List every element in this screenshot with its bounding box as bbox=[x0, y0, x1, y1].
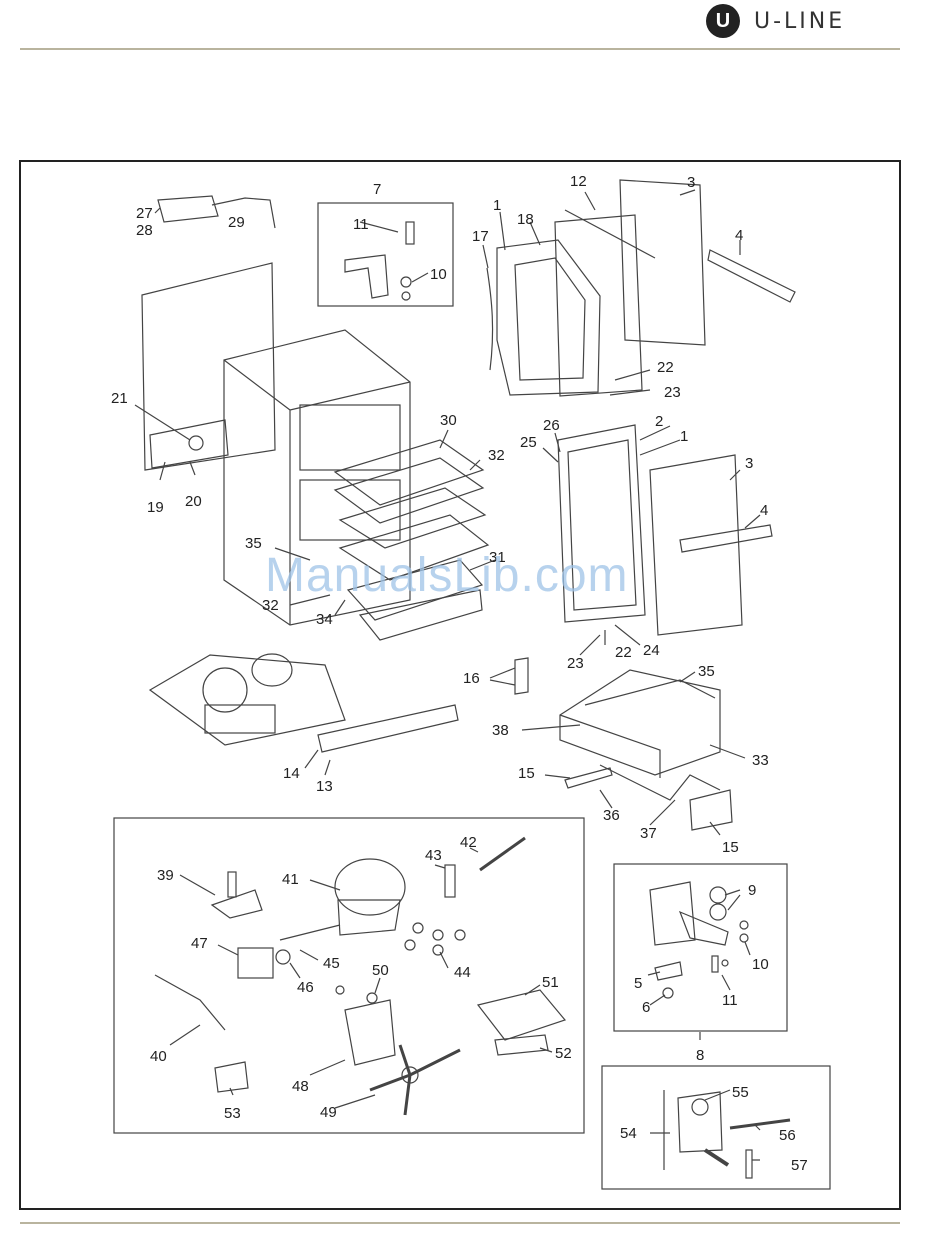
callout-11: 11 bbox=[353, 216, 369, 233]
callout-3: 3 bbox=[687, 174, 695, 191]
drain-pan-51 bbox=[478, 990, 565, 1040]
callout-20: 20 bbox=[185, 493, 202, 510]
base-unit bbox=[150, 655, 345, 745]
callout-16: 16 bbox=[463, 670, 480, 687]
callout-26: 26 bbox=[543, 417, 560, 434]
callout-34: 34 bbox=[316, 611, 333, 628]
callout-57: 57 bbox=[791, 1157, 808, 1174]
callout-9: 9 bbox=[748, 882, 756, 899]
callout-53: 53 bbox=[224, 1105, 241, 1122]
callout-15: 15 bbox=[722, 839, 739, 856]
callout-48: 48 bbox=[292, 1078, 309, 1095]
callout-1: 1 bbox=[493, 197, 501, 214]
callout-40: 40 bbox=[150, 1048, 167, 1065]
callout-41: 41 bbox=[282, 871, 299, 888]
callout-36: 36 bbox=[603, 807, 620, 824]
callout-55: 55 bbox=[732, 1084, 749, 1101]
callout-14: 14 bbox=[283, 765, 300, 782]
callout-28: 28 bbox=[136, 222, 153, 239]
trim-4-lower bbox=[680, 525, 772, 552]
callout-3: 3 bbox=[745, 455, 753, 472]
trim-4-top bbox=[708, 250, 795, 302]
callout-18: 18 bbox=[517, 211, 534, 228]
callout-32: 32 bbox=[488, 447, 505, 464]
callout-45: 45 bbox=[323, 955, 340, 972]
callout-6: 6 bbox=[642, 999, 650, 1016]
callout-13: 13 bbox=[316, 778, 333, 795]
callout-44: 44 bbox=[454, 964, 471, 981]
callout-46: 46 bbox=[297, 979, 314, 996]
solenoid-valve bbox=[678, 1092, 722, 1152]
compressor bbox=[335, 859, 405, 915]
drawer bbox=[560, 670, 720, 775]
callout-4: 4 bbox=[760, 502, 768, 519]
slide-15-left bbox=[565, 768, 612, 788]
callout-7: 7 bbox=[373, 181, 381, 198]
callout-2: 2 bbox=[655, 413, 663, 430]
callout-50: 50 bbox=[372, 962, 389, 979]
callout-43: 43 bbox=[425, 847, 442, 864]
callout-8: 8 bbox=[696, 1047, 704, 1064]
callout-42: 42 bbox=[460, 834, 477, 851]
callout-37: 37 bbox=[640, 825, 657, 842]
callout-47: 47 bbox=[191, 935, 208, 952]
callout-17: 17 bbox=[472, 228, 489, 245]
callout-24: 24 bbox=[643, 642, 660, 659]
callout-15: 15 bbox=[518, 765, 535, 782]
gasket-top bbox=[620, 180, 705, 345]
callout-35: 35 bbox=[698, 663, 715, 680]
callout-54: 54 bbox=[620, 1125, 637, 1142]
callout-22: 22 bbox=[615, 644, 632, 661]
callout-21: 21 bbox=[111, 390, 128, 407]
callout-10: 10 bbox=[752, 956, 769, 973]
callout-35: 35 bbox=[245, 535, 262, 552]
callout-29: 29 bbox=[228, 214, 245, 231]
callout-33: 33 bbox=[752, 752, 769, 769]
callout-11: 11 bbox=[722, 992, 738, 1009]
hinge-kit-box bbox=[614, 864, 787, 1031]
callout-25: 25 bbox=[520, 434, 537, 451]
callout-52: 52 bbox=[555, 1045, 572, 1062]
callout-23: 23 bbox=[664, 384, 681, 401]
callout-38: 38 bbox=[492, 722, 509, 739]
drier-43 bbox=[445, 865, 455, 897]
callout-30: 30 bbox=[440, 412, 457, 429]
part-39 bbox=[212, 890, 262, 918]
callout-22: 22 bbox=[657, 359, 674, 376]
callout-49: 49 bbox=[320, 1104, 337, 1121]
callout-10: 10 bbox=[430, 266, 447, 283]
callout-19: 19 bbox=[147, 499, 164, 516]
callout-39: 39 bbox=[157, 867, 174, 884]
callout-5: 5 bbox=[634, 975, 642, 992]
fan-motor bbox=[345, 1000, 395, 1065]
callout-27: 27 bbox=[136, 205, 153, 222]
relay-47 bbox=[238, 948, 273, 978]
power-cord-40 bbox=[155, 975, 225, 1030]
callout-1: 1 bbox=[680, 428, 688, 445]
callout-51: 51 bbox=[542, 974, 559, 991]
callout-23: 23 bbox=[567, 655, 584, 672]
callout-56: 56 bbox=[779, 1127, 796, 1144]
gasket-lower bbox=[650, 455, 742, 635]
grille-13 bbox=[318, 705, 458, 752]
watermark: ManualsLib.com bbox=[265, 548, 629, 603]
back-panel bbox=[142, 263, 275, 470]
control-board bbox=[158, 196, 218, 222]
handle-17 bbox=[487, 268, 493, 370]
capacitor-53 bbox=[215, 1062, 248, 1092]
callout-12: 12 bbox=[570, 173, 587, 190]
callout-4: 4 bbox=[735, 227, 743, 244]
